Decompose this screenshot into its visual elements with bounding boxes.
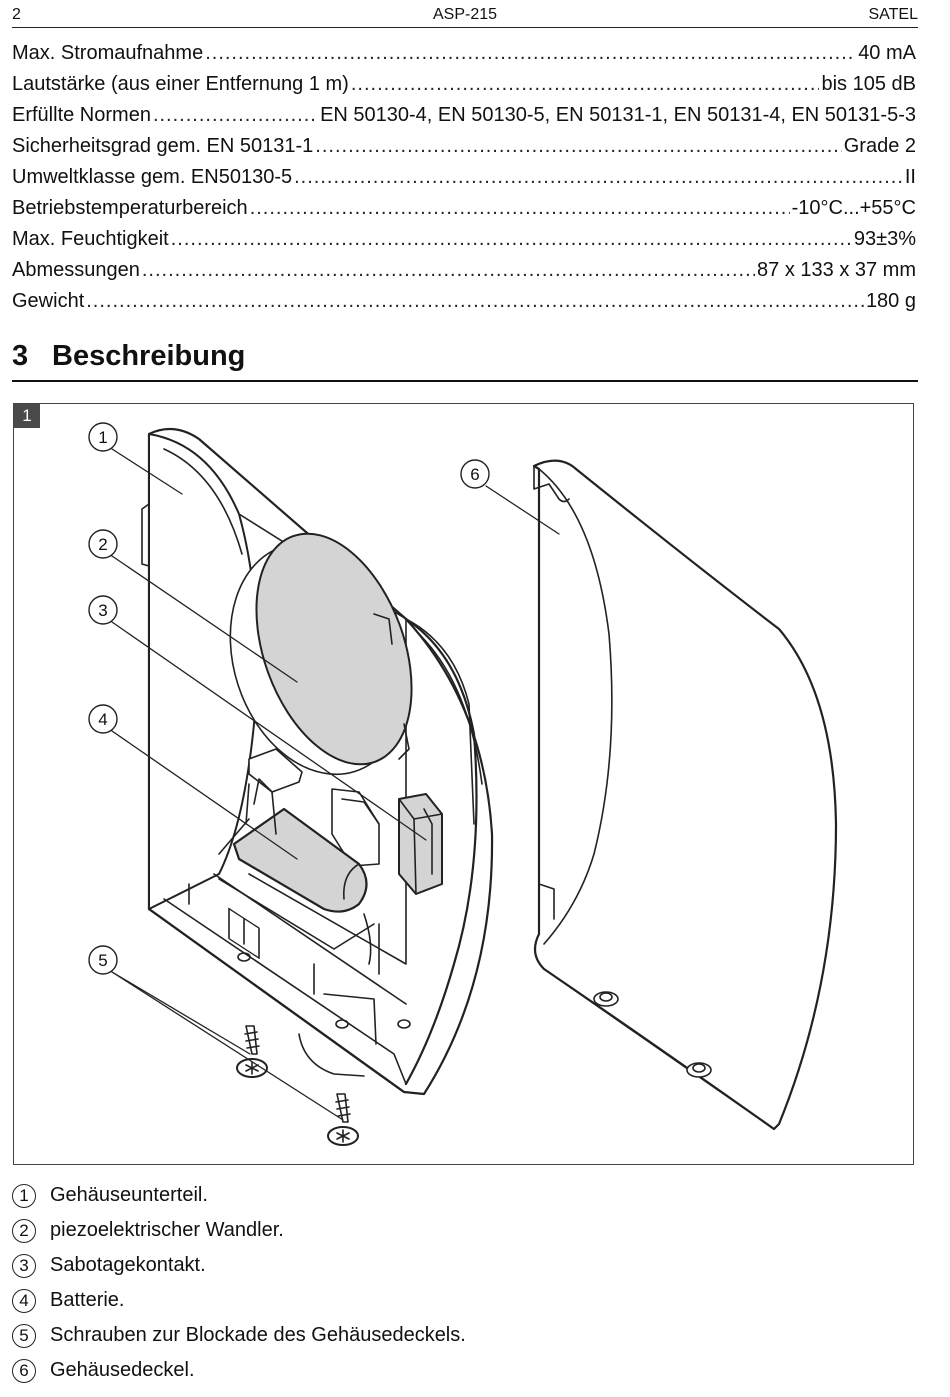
spec-label: Max. Feuchtigkeit: [12, 228, 169, 250]
tamper-switch: [331, 788, 443, 895]
dot-leader: [205, 42, 856, 65]
callout-6: 6: [460, 459, 490, 489]
figure-number: 1: [14, 404, 40, 428]
spec-row: Betriebstemperaturbereich -10°C...+55°C: [12, 197, 916, 228]
piezo-transducer: [229, 532, 413, 776]
section-heading: 3 Beschreibung: [12, 338, 918, 382]
svg-text:4: 4: [98, 710, 107, 729]
device-figure: 1 2 3 4 5 6 1: [13, 403, 914, 1165]
legend-item: 4 Batterie.: [12, 1283, 466, 1318]
spec-value: bis 105 dB: [821, 73, 916, 95]
callout-5: 5: [88, 945, 118, 975]
figure-legend: 1 Gehäuseunterteil. 2 piezoelektrischer Wa…: [12, 1178, 466, 1388]
dot-leader: [250, 197, 790, 220]
dot-leader: [142, 259, 755, 282]
screw: [236, 1025, 268, 1078]
legend-number: 5: [12, 1323, 36, 1348]
brand-name: SATEL: [868, 6, 919, 23]
spec-value: 180 g: [865, 290, 916, 312]
device-illustration: 1 2 3 4 5 6: [88, 422, 838, 1146]
legend-text: Schrauben zur Blockade des Gehäusedeckel…: [50, 1324, 466, 1346]
housing-cover: [532, 459, 838, 1131]
section-title: Beschreibung: [52, 340, 246, 372]
callout-2: 2: [88, 529, 118, 559]
legend-item: 1 Gehäuseunterteil.: [12, 1178, 466, 1213]
spec-row: Erfüllte Normen EN 50130-4, EN 50130-5, E…: [12, 104, 916, 135]
spec-label: Gewicht: [12, 290, 85, 312]
spec-label: Lautstärke (aus einer Entfernung 1 m): [12, 73, 349, 95]
svg-text:2: 2: [98, 535, 107, 554]
spec-row: Lautstärke (aus einer Entfernung 1 m) bis…: [12, 73, 916, 104]
spec-label: Max. Stromaufnahme: [12, 42, 204, 64]
legend-item: 6 Gehäusedeckel.: [12, 1353, 466, 1388]
legend-item: 5 Schrauben zur Blockade des Gehäusedecke…: [12, 1318, 466, 1353]
callout-4: 4: [88, 704, 118, 734]
legend-number: 3: [12, 1253, 36, 1278]
spec-row: Abmessungen 87 x 133 x 37 mm: [12, 259, 916, 290]
section-number: 3: [12, 340, 29, 372]
legend-text: Gehäusedeckel.: [50, 1359, 195, 1381]
spec-row: Sicherheitsgrad gem. EN 50131-1 Grade 2: [12, 135, 916, 166]
spec-value: -10°C...+55°C: [791, 197, 916, 219]
spec-row: Umweltklasse gem. EN50130-5 II: [12, 166, 916, 197]
dot-leader: [86, 290, 864, 313]
page-header: 2 ASP-215 SATEL: [12, 0, 918, 28]
spec-label: Abmessungen: [12, 259, 140, 281]
callout-1: 1: [88, 422, 118, 452]
dot-leader: [153, 104, 318, 127]
battery: [218, 748, 375, 950]
spec-value: Grade 2: [843, 135, 916, 157]
svg-text:1: 1: [98, 428, 107, 447]
document-title: ASP-215: [432, 6, 498, 23]
spec-value: II: [904, 166, 916, 188]
svg-text:5: 5: [98, 951, 107, 970]
svg-text:6: 6: [470, 465, 479, 484]
legend-number: 6: [12, 1358, 36, 1383]
spec-label: Erfüllte Normen: [12, 104, 151, 126]
legend-text: Batterie.: [50, 1289, 125, 1311]
spec-list: Max. Stromaufnahme 40 mA Lautstärke (aus …: [12, 42, 916, 321]
spec-label: Sicherheitsgrad gem. EN 50131-1: [12, 135, 314, 157]
legend-number: 1: [12, 1183, 36, 1208]
screw: [327, 1093, 359, 1146]
legend-text: Sabotagekontakt.: [50, 1254, 206, 1276]
legend-item: 3 Sabotagekontakt.: [12, 1248, 466, 1283]
dot-leader: [315, 135, 841, 158]
spec-value: 40 mA: [858, 42, 916, 64]
spec-value: 93±3%: [853, 228, 916, 250]
spec-value: 87 x 133 x 37 mm: [757, 259, 916, 281]
page-number: 2: [12, 6, 21, 23]
spec-row: Max. Feuchtigkeit 93±3%: [12, 228, 916, 259]
legend-item: 2 piezoelektrischer Wandler.: [12, 1213, 466, 1248]
callout-leaders: [111, 448, 560, 1121]
legend-text: piezoelektrischer Wandler.: [50, 1219, 284, 1241]
dot-leader: [171, 228, 852, 251]
spec-label: Betriebstemperaturbereich: [12, 197, 248, 219]
spec-row: Max. Stromaufnahme 40 mA: [12, 42, 916, 73]
spec-row: Gewicht 180 g: [12, 290, 916, 321]
svg-text:3: 3: [98, 601, 107, 620]
dot-leader: [294, 166, 903, 189]
legend-number: 4: [12, 1288, 36, 1313]
legend-text: Gehäuseunterteil.: [50, 1184, 208, 1206]
legend-number: 2: [12, 1218, 36, 1243]
callout-3: 3: [88, 595, 118, 625]
dot-leader: [351, 73, 820, 96]
spec-label: Umweltklasse gem. EN50130-5: [12, 166, 293, 188]
spec-value: EN 50130-4, EN 50130-5, EN 50131-1, EN 5…: [320, 104, 916, 126]
